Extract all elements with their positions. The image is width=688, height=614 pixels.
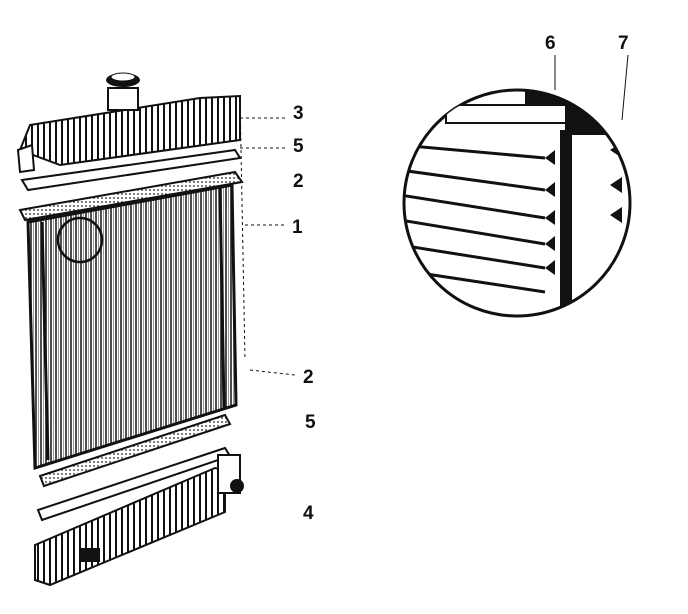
radiator-core bbox=[26, 183, 238, 471]
label-gasket-bottom: 2 bbox=[303, 367, 314, 388]
bottom-tank bbox=[34, 454, 244, 587]
top-tank bbox=[16, 72, 241, 174]
label-seal-bottom: 5 bbox=[305, 412, 316, 433]
label-bottom-tank: 4 bbox=[303, 503, 314, 524]
label-gasket-top: 2 bbox=[293, 171, 304, 192]
label-fin: 7 bbox=[618, 33, 629, 54]
label-tube: 6 bbox=[545, 33, 556, 54]
detail-callout-circle bbox=[56, 216, 104, 264]
label-seal-top: 5 bbox=[293, 136, 304, 157]
leader-lines bbox=[239, 95, 296, 376]
label-core: 1 bbox=[292, 217, 303, 238]
seal-top bbox=[20, 148, 242, 192]
detail-inset bbox=[402, 54, 632, 318]
gasket-bottom bbox=[38, 413, 232, 488]
label-cap-tank: 3 bbox=[293, 103, 304, 124]
